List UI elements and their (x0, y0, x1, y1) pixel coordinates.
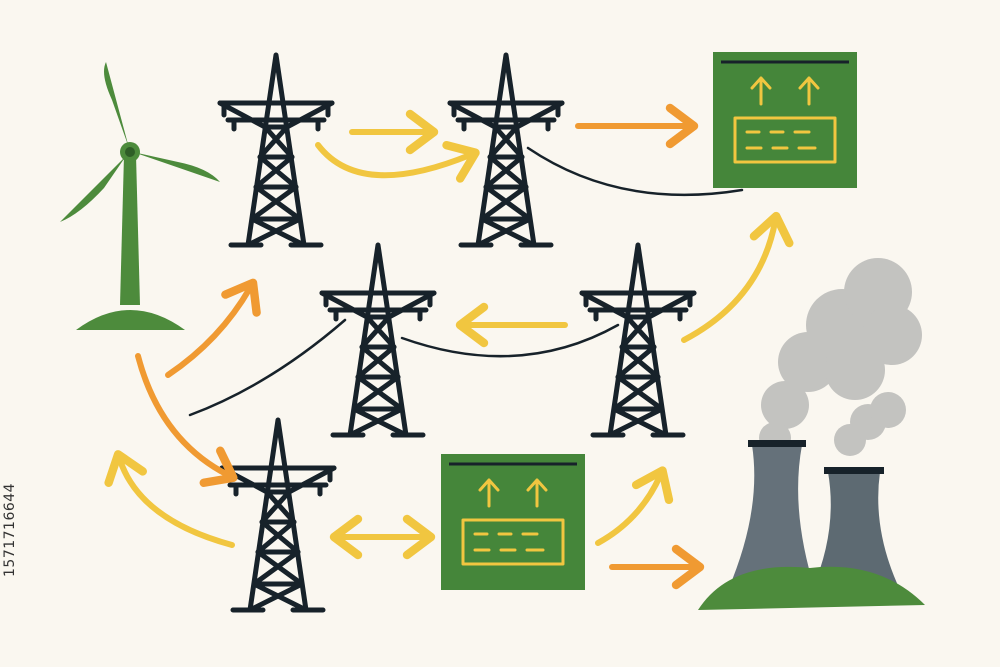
smoke-cloud-icon (759, 258, 922, 456)
yellow-flow-arrows (104, 109, 794, 560)
power-plant-cooling-tower-icon (698, 440, 925, 610)
transmission-tower-icon (322, 245, 434, 435)
orange-flow-arrows (135, 103, 705, 590)
arrow-curved-down (135, 353, 238, 487)
substation-panel-icon (439, 452, 587, 592)
arrow-curved-up (165, 278, 261, 378)
arrow-curved-up (681, 211, 794, 343)
stock-image-id: 1571716644 (2, 482, 18, 578)
arrow-curved (315, 140, 480, 183)
transmission-tower-icon (220, 55, 332, 245)
transmission-tower-icon (450, 55, 562, 245)
substation-panel-icon (711, 50, 859, 190)
wind-turbine-icon (60, 62, 220, 330)
arrow-curved-back (104, 450, 235, 548)
transmission-tower-icon (222, 420, 334, 610)
power-lines (188, 146, 744, 417)
transmission-tower-icon (582, 245, 694, 435)
arrow-curved-up-small (595, 466, 674, 546)
